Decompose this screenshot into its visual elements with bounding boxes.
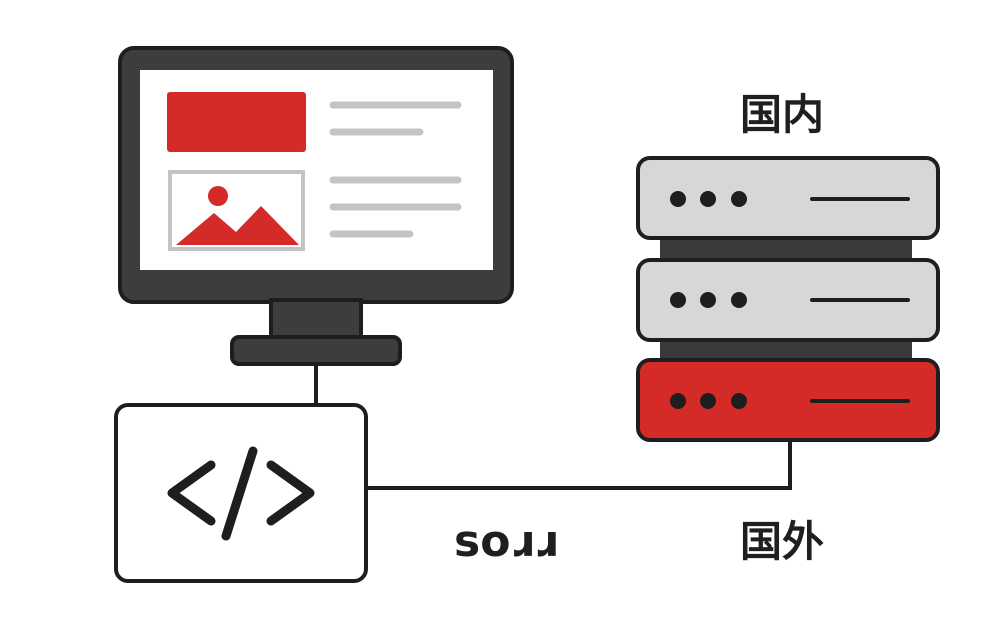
- image-placeholder-icon: [168, 170, 305, 251]
- label-overseas: 国外: [740, 517, 825, 566]
- server-stack-icon: [636, 156, 940, 442]
- code-to-server-connector: [366, 440, 792, 490]
- monitor-base: [230, 335, 402, 366]
- screen-header-block: [167, 92, 306, 152]
- label-mirrored-text: ѕоɹɹ: [454, 516, 558, 567]
- connector-lines: [314, 362, 792, 490]
- server-unit-top: [636, 156, 940, 240]
- code-icon: [167, 446, 315, 541]
- server-unit-bottom: [636, 358, 940, 442]
- label-domestic: 国内: [740, 90, 825, 139]
- monitor-icon: [118, 46, 514, 366]
- code-box: [114, 403, 368, 583]
- server-unit-middle: [636, 258, 940, 342]
- monitor-neck: [269, 298, 363, 342]
